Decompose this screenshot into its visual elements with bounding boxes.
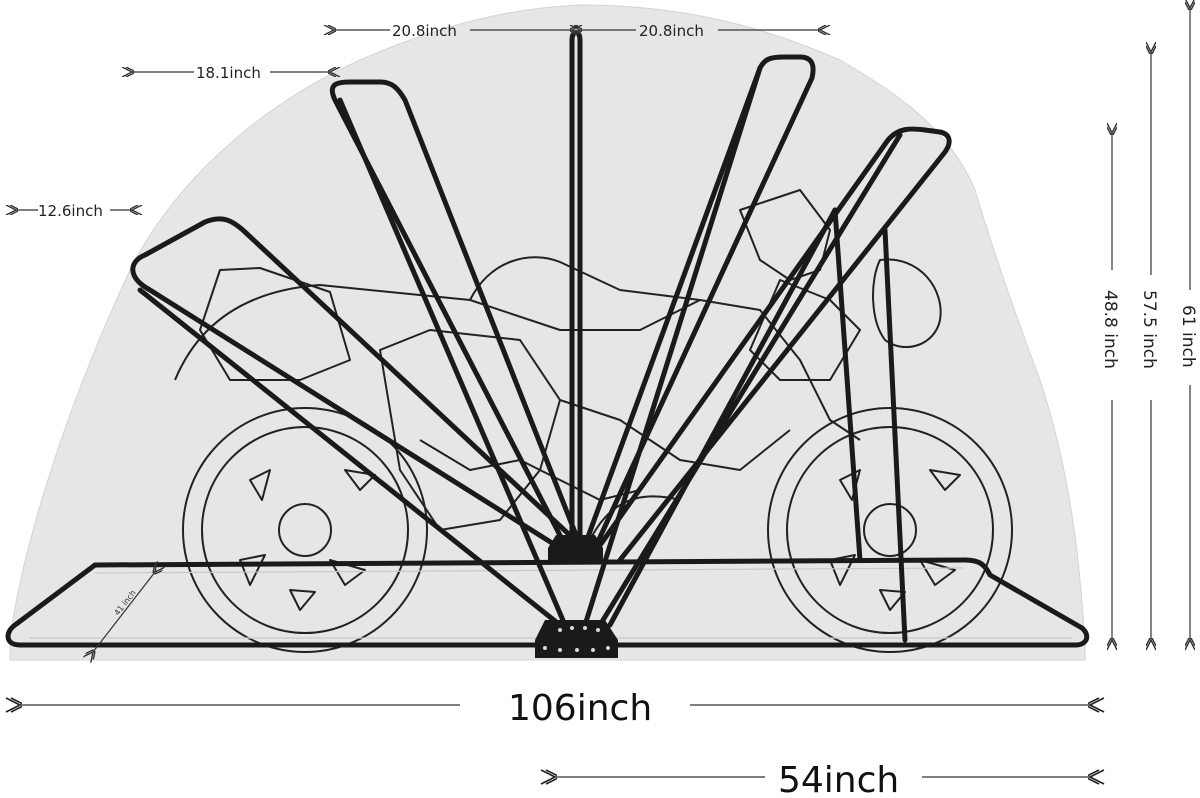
label-arch-right-top: 20.8inch: [639, 22, 704, 40]
dimension-half-length: 54inch: [555, 760, 1090, 798]
top-hub-plate: [548, 535, 603, 562]
dimension-arch-right-top: 20.8inch: [580, 22, 820, 40]
dimension-height-total: 61 inch: [1178, 8, 1198, 640]
label-total-length: 106inch: [508, 688, 652, 729]
label-height-inner: 48.8 inch: [1100, 290, 1120, 369]
dimension-arch-left-top: 20.8inch: [334, 22, 572, 40]
label-height-total: 61 inch: [1178, 305, 1198, 368]
dimension-height-inner: 48.8 inch: [1100, 133, 1120, 640]
shelter-frame: [5, 30, 1090, 658]
label-height-mid: 57.5 inch: [1139, 290, 1159, 369]
label-arch-third: 12.6inch: [38, 202, 103, 220]
dimension-total-length: 106inch: [20, 688, 1090, 729]
shelter-cover: [9, 4, 1086, 661]
bottom-hub-plate: [535, 620, 618, 658]
dimension-arch-third: 12.6inch: [16, 202, 132, 220]
label-arch-left-top: 20.8inch: [392, 22, 457, 40]
dimension-arch-second: 18.1inch: [132, 64, 330, 82]
label-arch-second: 18.1inch: [196, 64, 261, 82]
dimension-height-mid: 57.5 inch: [1139, 52, 1159, 640]
label-half-length: 54inch: [778, 760, 899, 798]
